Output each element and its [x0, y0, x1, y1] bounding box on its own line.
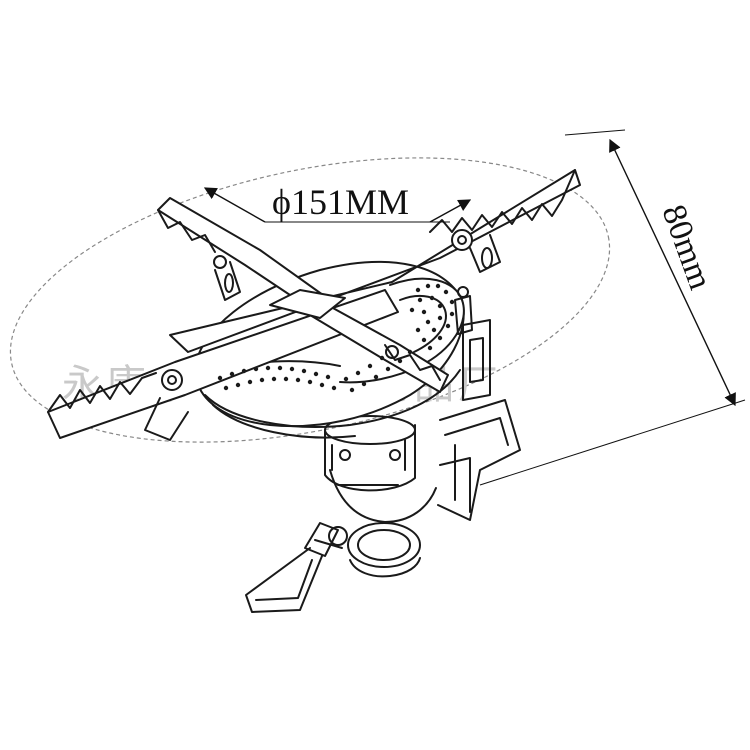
- pot-support-arm-left: [47, 289, 399, 441]
- height-extension-top: [564, 129, 626, 136]
- side-bracket: [437, 319, 521, 521]
- height-dimension: 80mm: [479, 129, 746, 486]
- diameter-dimension: ϕ151MM: [203, 182, 472, 223]
- valve-body: [324, 415, 416, 492]
- flame-holes: [217, 283, 455, 393]
- igniter: [454, 286, 473, 335]
- diameter-leader-right: [429, 199, 472, 223]
- flame-control-handle: [245, 522, 348, 613]
- height-dimension-line: [609, 138, 736, 407]
- burner-head: [209, 277, 465, 384]
- pot-support-arm-right: [169, 169, 581, 353]
- diameter-ellipse: [9, 157, 611, 443]
- burner-base: [329, 469, 437, 578]
- diameter-leader-left: [203, 187, 266, 223]
- diameter-label: ϕ151MM: [272, 182, 409, 222]
- height-extension-bottom: [479, 399, 746, 486]
- height-label: 80mm: [654, 200, 718, 294]
- pot-support-hub: [269, 289, 346, 319]
